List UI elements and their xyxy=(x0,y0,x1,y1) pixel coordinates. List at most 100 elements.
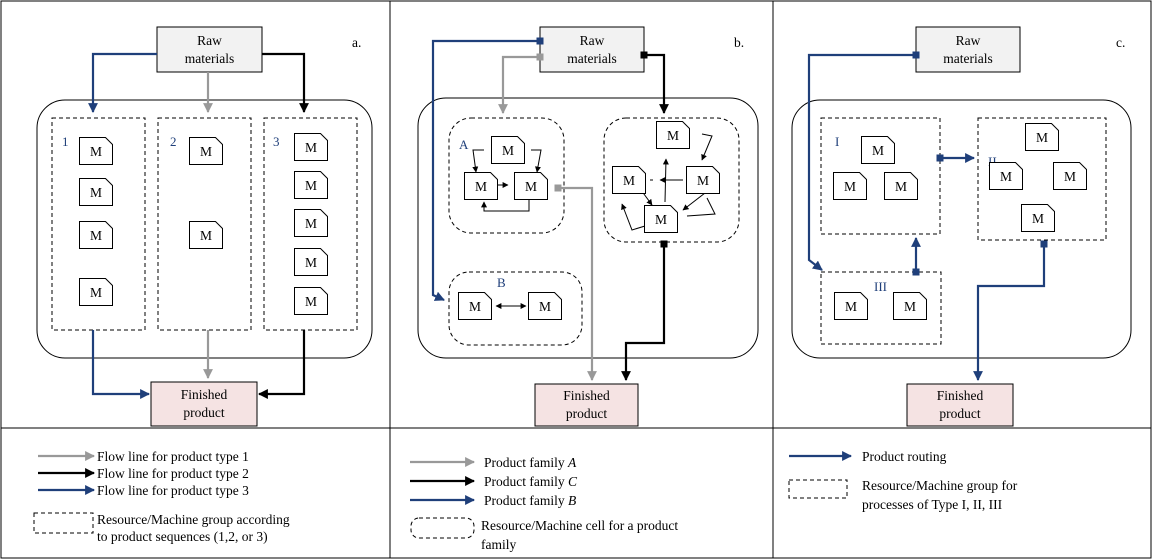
panel-c-tag: c. xyxy=(1116,35,1125,50)
machine-box xyxy=(79,178,113,206)
machine-group-ii xyxy=(977,117,1107,241)
legend-text: Resource/Machine cell for a product xyxy=(481,518,678,533)
machine-label: M xyxy=(90,285,102,300)
product-routing xyxy=(807,51,920,271)
machine-box xyxy=(861,136,895,164)
machine-label: M xyxy=(895,179,907,194)
machine-box xyxy=(294,171,328,199)
raw-materials-label: materials xyxy=(567,51,616,66)
machine-box xyxy=(656,121,690,149)
machine-box xyxy=(686,166,720,194)
machine-box xyxy=(294,287,328,315)
legend-text: family xyxy=(481,537,516,552)
machine-box xyxy=(833,172,867,200)
flow-line-type-2 xyxy=(258,330,306,399)
raw-materials-box xyxy=(915,26,1021,73)
finished-product-label: product xyxy=(939,406,980,421)
machine-label: M xyxy=(200,144,212,159)
machine-label: M xyxy=(845,299,857,314)
finished-product-box xyxy=(534,383,639,427)
machine-box xyxy=(1021,204,1055,232)
machine-box xyxy=(79,278,113,306)
finished-product-label: Finished xyxy=(563,388,610,403)
machine-group-iii xyxy=(820,271,942,345)
machine-label: M xyxy=(469,299,481,314)
raw-materials-label: materials xyxy=(943,51,992,66)
flow-line-type-3 xyxy=(91,330,150,399)
product-routing xyxy=(973,240,1048,381)
machine-label: M xyxy=(90,144,102,159)
machine-label: M xyxy=(90,228,102,243)
machine-label: M xyxy=(305,140,317,155)
machine-box xyxy=(79,221,113,249)
finished-product-label: Finished xyxy=(181,387,228,402)
legend-group-swatch xyxy=(33,512,94,534)
raw-materials-box xyxy=(539,26,645,73)
machine-label: M xyxy=(904,299,916,314)
flow-line-type-2 xyxy=(262,52,309,113)
finished-product-label: product xyxy=(566,406,607,421)
group-number: 3 xyxy=(273,134,280,149)
machine-box xyxy=(612,166,646,194)
legend-text: Flow line for product type 3 xyxy=(97,483,249,498)
group-number: 1 xyxy=(62,134,69,149)
group-label: III xyxy=(874,279,887,294)
cell-label: A xyxy=(459,137,469,152)
legend-b: Product family A Product family C Produc… xyxy=(410,455,678,552)
legend-text: Resource/Machine group for xyxy=(862,478,1018,493)
raw-materials-label: Raw xyxy=(197,33,222,48)
family-c-route xyxy=(621,240,668,381)
machine-label: M xyxy=(200,228,212,243)
machine-box xyxy=(834,292,868,320)
machine-label: M xyxy=(872,143,884,158)
legend-a: Flow line for product type 1 Flow line f… xyxy=(33,449,290,544)
panel-c: c. Raw materials I II III Finished produ… xyxy=(791,26,1132,427)
family-c-route xyxy=(640,51,669,114)
machine-group-3 xyxy=(263,117,358,331)
machine-box xyxy=(464,172,498,200)
machine-label: M xyxy=(1036,130,1048,145)
machine-label: M xyxy=(502,143,514,158)
machine-box xyxy=(1053,162,1087,190)
machine-label: M xyxy=(305,178,317,193)
group-number: 2 xyxy=(170,134,177,149)
machine-label: M xyxy=(623,173,635,188)
machine-box xyxy=(893,292,927,320)
machine-label: M xyxy=(1000,169,1012,184)
cell-label: B xyxy=(497,275,506,290)
machine-box xyxy=(458,292,492,320)
raw-materials-label: Raw xyxy=(956,33,981,48)
raw-materials-label: Raw xyxy=(580,33,605,48)
group-label: II xyxy=(988,154,997,169)
panel-b: b. Raw materials A B C Finished product xyxy=(417,26,759,427)
legend-c: Product routing Resource/Machine group f… xyxy=(788,449,1018,512)
machine-label: M xyxy=(525,179,537,194)
legend-text: Product family A xyxy=(484,455,577,470)
machine-box xyxy=(189,137,223,165)
raw-materials-label: materials xyxy=(185,51,234,66)
machine-box xyxy=(79,137,113,165)
cell-c xyxy=(603,117,740,243)
machine-box xyxy=(644,205,678,233)
legend-text: to product sequences (1,2, or 3) xyxy=(97,529,268,544)
panel-a: a. Raw materials 1 2 3 Finished product … xyxy=(36,26,373,427)
legend-group-swatch xyxy=(788,479,848,499)
machine-label: M xyxy=(90,185,102,200)
panel-a-tag: a. xyxy=(352,35,361,50)
legend-cell-swatch xyxy=(410,517,475,539)
machine-label: M xyxy=(305,216,317,231)
machine-label: M xyxy=(1064,169,1076,184)
production-area xyxy=(791,99,1132,359)
finished-product-box xyxy=(906,383,1014,427)
machine-label: M xyxy=(539,299,551,314)
machine-box xyxy=(1025,123,1059,151)
machine-group-2 xyxy=(157,117,252,331)
finished-product-label: Finished xyxy=(937,388,984,403)
family-b-route xyxy=(431,37,544,302)
machine-box xyxy=(294,133,328,161)
legend-text: Resource/Machine group according xyxy=(97,512,290,527)
legend-text: Product routing xyxy=(862,449,947,464)
